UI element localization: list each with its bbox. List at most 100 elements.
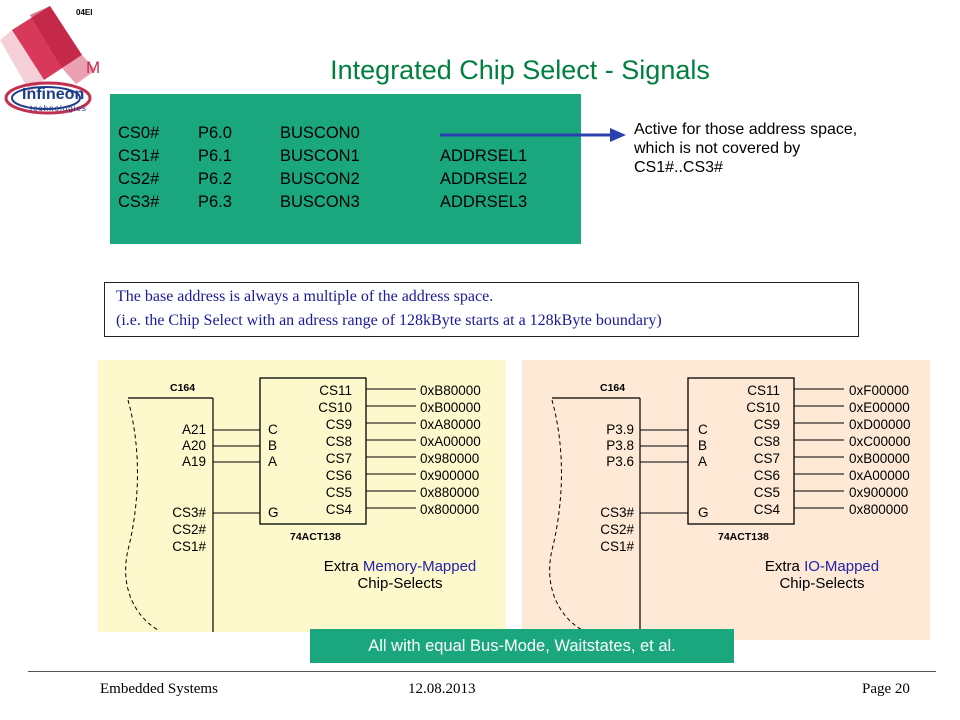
addrsel-cell: ADDRSEL3	[440, 193, 528, 211]
logo-code: 04EI	[76, 8, 93, 17]
cs-pin: CS2#	[172, 522, 206, 537]
address-group: 0xF00000 0xE00000 0xD00000 0xC00000 0xB0…	[849, 382, 911, 518]
memory-mapped-diagram: C164 A21 A20 A19 CS3# CS2# CS1# C B A G …	[98, 360, 506, 632]
logo-graphic-icon	[0, 6, 96, 115]
address-value: 0xE00000	[849, 400, 910, 415]
addr-pin: P3.8	[606, 438, 634, 453]
output-group: CS11 CS10 CS9 CS8 CS7 CS6 CS5 CS4	[740, 382, 780, 518]
output-group: CS11 CS10 CS9 CS8 CS7 CS6 CS5 CS4	[312, 382, 352, 518]
note-line: CS1#..CS3#	[634, 159, 723, 176]
diagram-caption: Extra Memory-Mapped Chip-Selects	[294, 558, 506, 592]
cs-cell: CS0#	[118, 124, 160, 142]
output-pin: CS6	[753, 468, 780, 483]
output-pin: CS8	[325, 434, 352, 449]
output-pin: CS4	[753, 502, 780, 517]
note-line: Active for those address space,	[634, 121, 858, 138]
address-value: 0xC00000	[849, 434, 911, 449]
cpu-label: C164	[170, 382, 196, 394]
output-pin: CS5	[325, 485, 352, 500]
base-note-line: (i.e. the Chip Select with an adress ran…	[116, 312, 662, 329]
port-column: P6.0 P6.1 P6.2 P6.3	[198, 122, 232, 214]
address-value: 0xB00000	[849, 451, 910, 466]
address-value: 0xA00000	[420, 434, 481, 449]
addr-pin: P3.9	[606, 422, 634, 437]
port-cell: P6.3	[198, 193, 232, 211]
cs-column: CS0# CS1# CS2# CS3#	[118, 122, 159, 214]
caption-prefix: Extra	[323, 558, 363, 575]
base-address-note: The base address is always a multiple of…	[104, 282, 859, 337]
caption-prefix: Extra	[764, 558, 805, 575]
cs-pin-group: CS3# CS2# CS1#	[162, 504, 206, 555]
cs-pin: CS2#	[600, 522, 634, 537]
address-value: 0x800000	[420, 502, 480, 517]
buscon-cell: BUSCON0	[280, 124, 360, 142]
address-value: 0xD00000	[849, 417, 911, 432]
buscon-cell: BUSCON2	[280, 170, 360, 188]
addrsel-column: ADDRSEL1 ADDRSEL2 ADDRSEL3	[440, 122, 527, 214]
select-input: B	[268, 438, 278, 453]
cs-cell: CS3#	[118, 193, 160, 211]
cs-signal-table: CS0# CS1# CS2# CS3# P6.0 P6.1 P6.2 P6.3 …	[110, 94, 581, 244]
cpu-label: C164	[600, 382, 626, 394]
output-pin: CS5	[753, 485, 780, 500]
addr-pin: A20	[181, 438, 206, 453]
buscon-cell: BUSCON1	[280, 147, 360, 165]
output-pin: CS7	[753, 451, 780, 466]
select-inputs: C B A	[698, 422, 708, 470]
cs-pin: CS1#	[600, 539, 634, 554]
output-pin: CS10	[746, 400, 780, 415]
select-input: B	[698, 438, 708, 453]
output-pin: CS7	[325, 451, 352, 466]
addr-pin-group: A21 A20 A19	[176, 422, 206, 470]
caption-highlight: IO-Mapped	[804, 558, 880, 575]
select-input: A	[268, 454, 278, 469]
output-pin: CS11	[319, 383, 352, 398]
cs-pin-group: CS3# CS2# CS1#	[590, 504, 634, 555]
cs-pin: CS1#	[172, 539, 206, 554]
output-pin: CS4	[325, 502, 352, 517]
io-mapped-diagram: C164 P3.9 P3.8 P3.6 CS3# CS2# CS1# C B A…	[522, 360, 930, 640]
address-value: 0xB00000	[420, 400, 481, 415]
logo-brand: Infineon	[22, 86, 85, 103]
address-value: 0x900000	[420, 468, 480, 483]
port-cell: P6.1	[198, 147, 232, 165]
addr-pin: A21	[181, 422, 206, 437]
output-pin: CS10	[318, 400, 352, 415]
base-note-line: The base address is always a multiple of…	[116, 288, 494, 305]
diagram-caption: Extra IO-Mapped Chip-Selects	[732, 558, 912, 592]
cs-cell: CS1#	[118, 147, 160, 165]
caption-highlight: Memory-Mapped	[362, 558, 477, 575]
decoder-wiring	[549, 377, 844, 640]
addr-pin-group: P3.9 P3.8 P3.6	[600, 422, 634, 470]
output-pin: CS11	[747, 383, 780, 398]
address-value: 0x900000	[849, 485, 909, 500]
caption-line2: Chip-Selects	[779, 575, 865, 592]
cs-pin: CS3#	[172, 505, 206, 520]
chip-label: 74ACT138	[718, 531, 769, 543]
port-cell: P6.2	[198, 170, 232, 188]
select-input: C	[698, 422, 708, 437]
cs-pin: CS3#	[600, 505, 634, 520]
address-value: 0x980000	[420, 451, 480, 466]
logo-letter: M	[86, 58, 101, 77]
caption-line2: Chip-Selects	[357, 575, 443, 592]
chip-label: 74ACT138	[290, 531, 341, 543]
address-value: 0xA80000	[420, 417, 481, 432]
cs0-note: Active for those address space, which is…	[634, 120, 954, 177]
addrsel-cell: ADDRSEL1	[440, 147, 528, 165]
footer-course: Embedded Systems	[100, 681, 218, 697]
cs-cell: CS2#	[118, 170, 160, 188]
note-line: which is not covered by	[634, 140, 801, 157]
select-inputs: C B A	[268, 422, 278, 470]
addrsel-cell: ADDRSEL2	[440, 170, 528, 188]
port-cell: P6.0	[198, 124, 232, 142]
output-pin: CS9	[753, 417, 780, 432]
address-group: 0xB80000 0xB00000 0xA80000 0xA00000 0x98…	[420, 382, 481, 518]
select-input: C	[268, 422, 278, 437]
addr-pin: P3.6	[606, 454, 634, 469]
enable-input: G	[698, 505, 709, 520]
output-pin: CS8	[753, 434, 780, 449]
enable-input: G	[268, 505, 279, 520]
footer-date: 12.08.2013	[408, 681, 476, 697]
address-value: 0xB80000	[420, 383, 481, 398]
